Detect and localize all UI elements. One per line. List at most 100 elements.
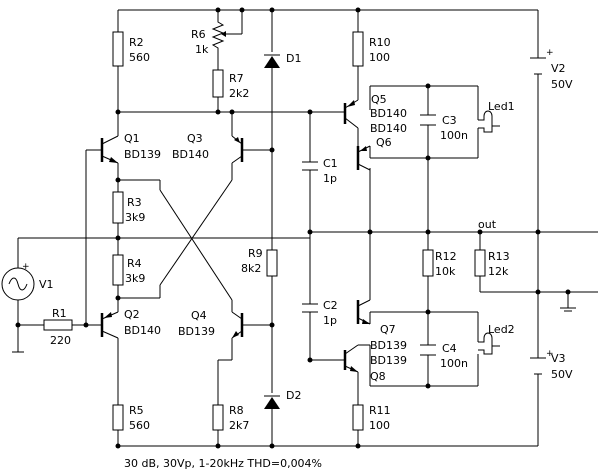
resistor-r9 — [266, 249, 278, 277]
label-q4: Q4 — [191, 309, 207, 322]
label-r1: R1 — [52, 307, 67, 320]
label-led2: Led2 — [488, 323, 515, 336]
value-r13: 12k — [488, 265, 509, 278]
label-q8: Q8 — [370, 370, 386, 383]
polarity-marks: + + + — [22, 48, 554, 359]
component-labels: R2 560 R6 1k R7 2k2 D1 R10 100 V2 50V Q1… — [39, 28, 573, 432]
transistor-q3 — [231, 135, 244, 164]
label-r9: R9 — [248, 247, 263, 260]
label-d1: D1 — [286, 52, 301, 65]
label-v1: V1 — [39, 278, 54, 291]
label-r11: R11 — [369, 404, 391, 417]
resistor-r2 — [112, 31, 124, 67]
transistor-q8 — [343, 344, 370, 373]
resistor-r12 — [422, 249, 434, 277]
label-r13: R13 — [488, 250, 510, 263]
diode-d1 — [264, 54, 280, 68]
value-v3: 50V — [551, 368, 573, 381]
transistor-q2 — [100, 311, 119, 339]
capacitors — [302, 114, 436, 356]
resistor-r10 — [352, 31, 364, 67]
label-r2: R2 — [129, 36, 144, 49]
label-q3: Q3 — [187, 132, 203, 145]
type-q1: BD139 — [124, 148, 161, 161]
value-r2: 560 — [129, 51, 150, 64]
type-q6: BD140 — [370, 122, 407, 135]
label-r8: R8 — [229, 404, 244, 417]
signal-source-v1 — [1, 267, 35, 301]
type-q5: BD140 — [370, 107, 407, 120]
resistor-r8 — [212, 404, 224, 431]
type-q3: BD140 — [172, 148, 209, 161]
type-q8: BD139 — [370, 354, 407, 367]
resistor-r7 — [212, 69, 224, 98]
label-r6: R6 — [191, 28, 206, 41]
battery-v3 — [530, 357, 546, 375]
value-r4: 3k9 — [125, 272, 145, 285]
value-r1: 220 — [50, 334, 71, 347]
transistor-q4 — [231, 311, 244, 339]
value-r11: 100 — [369, 419, 390, 432]
label-q2: Q2 — [124, 308, 140, 321]
transistor-q7 — [356, 299, 371, 325]
value-r6: 1k — [195, 43, 209, 56]
svg-text:+: + — [546, 349, 554, 359]
resistor-r13 — [474, 249, 486, 277]
transistor-q1 — [100, 135, 119, 164]
label-q5: Q5 — [371, 93, 387, 106]
wires — [17, 9, 598, 447]
label-c3: C3 — [442, 114, 457, 127]
resistors — [43, 31, 486, 431]
value-r5: 560 — [129, 419, 150, 432]
value-c2: 1p — [323, 314, 337, 327]
label-d2: D2 — [286, 389, 301, 402]
label-q7: Q7 — [380, 323, 396, 336]
ground-symbols — [12, 307, 576, 353]
resistor-r5 — [112, 404, 124, 431]
value-r7: 2k2 — [229, 87, 249, 100]
led2 — [478, 332, 500, 355]
type-q7: BD139 — [370, 339, 407, 352]
label-r3: R3 — [127, 196, 142, 209]
svg-text:+: + — [22, 262, 30, 272]
label-v3: V3 — [551, 352, 566, 365]
label-r12: R12 — [435, 250, 457, 263]
transistor-q6 — [356, 145, 371, 171]
value-v2: 50V — [551, 78, 573, 91]
led1 — [477, 110, 500, 133]
label-r7: R7 — [229, 72, 244, 85]
label-r5: R5 — [129, 404, 144, 417]
label-led1: Led1 — [488, 100, 515, 113]
label-out: out — [478, 218, 497, 231]
value-r9: 8k2 — [241, 262, 261, 275]
transistor-q5 — [343, 99, 359, 129]
value-r8: 2k7 — [229, 419, 249, 432]
label-c2: C2 — [323, 299, 338, 312]
resistor-r3 — [112, 191, 124, 224]
battery-v2 — [530, 57, 546, 75]
resistor-r4 — [112, 254, 124, 286]
value-r12: 10k — [435, 265, 456, 278]
value-r10: 100 — [369, 51, 390, 64]
type-q4: BD139 — [178, 325, 215, 338]
value-c3: 100n — [440, 129, 468, 142]
label-c4: C4 — [442, 342, 457, 355]
label-q6: Q6 — [376, 136, 392, 149]
label-r10: R10 — [369, 36, 391, 49]
spec-footer: 30 dB, 30Vp, 1-20kHz THD=0,004% — [124, 457, 322, 470]
label-c1: C1 — [323, 157, 338, 170]
type-q2: BD140 — [124, 324, 161, 337]
label-r4: R4 — [127, 257, 142, 270]
junction-dots — [15, 7, 571, 449]
label-v2: V2 — [551, 62, 566, 75]
resistor-r1 — [43, 319, 73, 331]
diode-d2 — [264, 395, 280, 409]
svg-text:+: + — [546, 48, 554, 58]
value-c4: 100n — [440, 357, 468, 370]
label-q1: Q1 — [124, 132, 140, 145]
potentiometer-r6 — [211, 18, 226, 50]
resistor-r11 — [352, 404, 364, 431]
value-r3: 3k9 — [125, 211, 145, 224]
value-c1: 1p — [323, 172, 337, 185]
